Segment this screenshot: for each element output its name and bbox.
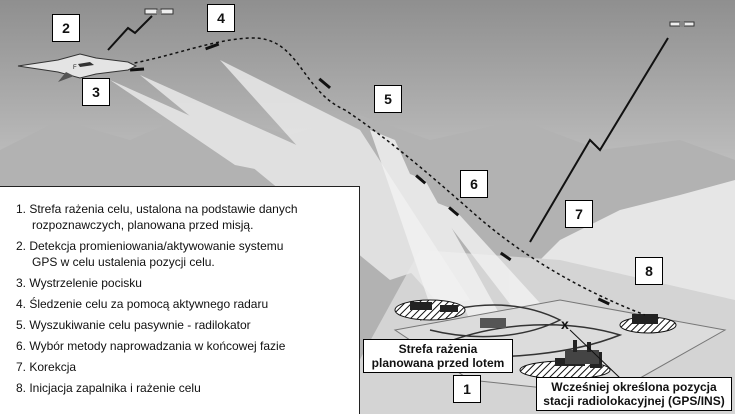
legend-item-5: 5. Wyszukiwanie celu pasywnie - radiloka… [16,317,355,333]
satellite-icon [144,8,174,15]
marker-6: 6 [460,170,488,198]
legend-item-7-main: 7. Korekcja [16,360,77,374]
legend-item-2-sub: GPS w celu ustalenia pozycji celu. [32,255,215,269]
fighter-jet-icon: F [17,53,138,82]
legend-item-1-sub: rozpoznawczych, planowana przed misją. [32,218,254,232]
legend-item-3: 3. Wystrzelenie pocisku [16,275,355,291]
strike-zone-label-line1: Strefa rażenia [398,342,478,356]
marker-5: 5 [374,85,402,113]
lightning-bolt-icon-long [529,37,669,243]
legend-item-5-main: 5. Wyszukiwanie celu pasywnie - radiloka… [16,318,251,332]
strike-zone-label-line2: planowana przed lotem [371,356,505,370]
legend-item-8: 8. Inicjacja zapalnika i rażenie celu [16,380,355,396]
radar-position-label-line2: stacji radiolokacyjnej (GPS/INS) [543,394,725,408]
missiles [129,42,610,306]
x-mark: x [561,316,569,332]
legend-item-8-main: 8. Inicjacja zapalnika i rażenie celu [16,381,201,395]
radar-position-label: Wcześniej określona pozycja stacji radio… [536,377,732,411]
marker-3: 3 [82,78,110,106]
legend-item-3-main: 3. Wystrzelenie pocisku [16,276,142,290]
legend-item-4: 4. Śledzenie celu za pomocą aktywnego ra… [16,296,355,312]
marker-2: 2 [52,14,80,42]
legend-item-4-main: 4. Śledzenie celu za pomocą aktywnego ra… [16,297,269,311]
radar-pointer-line [569,329,621,379]
legend-item-2-main: 2. Detekcja promieniowania/aktywowanie s… [16,239,284,253]
legend-box: 1. Strefa rażenia celu, ustalona na pods… [0,186,360,414]
strike-zone-label: Strefa rażenia planowana przed lotem [363,339,513,373]
marker-8: 8 [635,257,663,285]
legend-item-7: 7. Korekcja [16,359,355,375]
legend-item-2: 2. Detekcja promieniowania/aktywowanie s… [16,238,355,270]
legend-item-6-main: 6. Wybór metody naprowadzania w końcowej… [16,339,286,353]
marker-4: 4 [207,4,235,32]
radar-position-label-line1: Wcześniej określona pozycja [551,380,717,394]
legend-item-6: 6. Wybór metody naprowadzania w końcowej… [16,338,355,354]
svg-text:F: F [73,65,77,71]
terminal-beams [370,130,560,330]
missile-trajectory [74,37,646,316]
legend-item-1-main: 1. Strefa rażenia celu, ustalona na pods… [16,202,298,216]
marker-7: 7 [565,200,593,228]
lightning-bolt-icon [107,15,153,51]
satellite-icon-right [669,21,695,27]
legend-item-1: 1. Strefa rażenia celu, ustalona na pods… [16,201,355,233]
marker-1: 1 [453,375,481,403]
radar-station-icon [565,340,599,364]
